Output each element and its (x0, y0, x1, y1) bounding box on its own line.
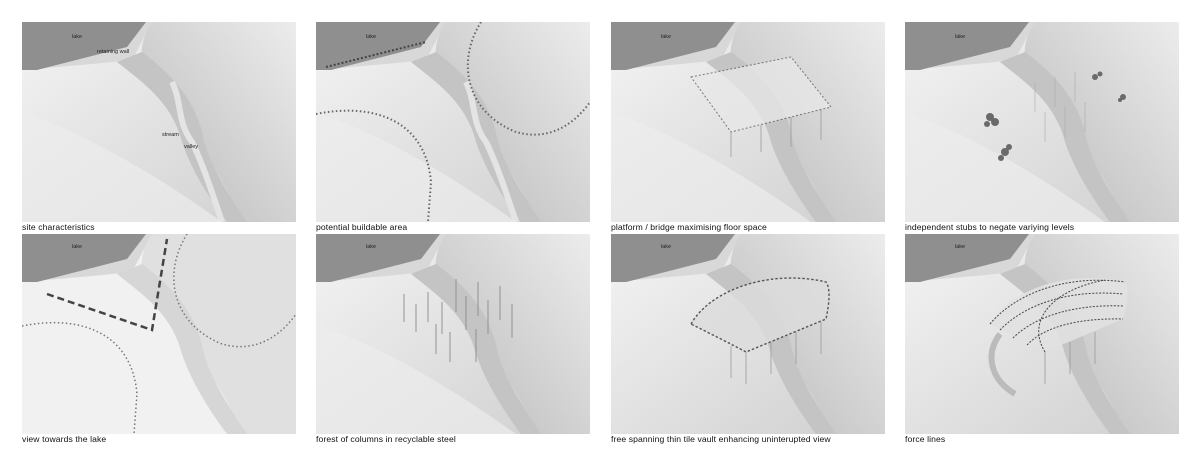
lake-shape (316, 22, 440, 70)
view-cone (46, 238, 169, 332)
lake-shape (22, 234, 146, 282)
lake-label: lake (955, 244, 965, 250)
valley-floor (117, 52, 247, 222)
caption-2: potential buildable area (316, 222, 408, 232)
panel-columns: lake (316, 234, 590, 434)
lake-shape (611, 234, 735, 282)
force-columns (1044, 332, 1096, 384)
caption-6: forest of columns in recyclable steel (316, 434, 456, 444)
lake-shape (611, 22, 735, 70)
platform-columns (730, 110, 822, 157)
panel-force-lines: lake (905, 234, 1179, 434)
buildable-edge-dashed (325, 41, 427, 68)
lake-label: lake (366, 34, 376, 40)
lake-label: lake (955, 34, 965, 40)
vault-columns (730, 322, 822, 384)
lake-shape (905, 234, 1029, 282)
caption-3: platform / bridge maximising floor space (611, 222, 767, 232)
vault-shell (691, 278, 830, 352)
caption-8: force lines (905, 434, 946, 444)
lake-shape (905, 22, 1029, 70)
retaining-wall-label: retaining wall (97, 49, 129, 55)
vault-outline (690, 277, 830, 353)
site-diagram: lake retaining wall stream valley (22, 22, 296, 222)
panel-view-to-lake: lake (22, 234, 296, 434)
caption-4: independent stubs to negate variying lev… (905, 222, 1075, 232)
lake-label: lake (661, 244, 671, 250)
caption-7: free spanning thin tile vault enhancing … (611, 434, 831, 444)
lake-label: lake (72, 34, 82, 40)
stub-columns (1034, 72, 1086, 142)
panel-stubs: lake (905, 22, 1179, 222)
panel-buildable-area: lake (316, 22, 590, 222)
steel-columns (403, 279, 513, 362)
panel-vault: lake (611, 234, 885, 434)
lake-label: lake (661, 34, 671, 40)
buildable-boundary-right (466, 22, 590, 136)
lake-shape (22, 22, 146, 70)
buildable-boundary-left (316, 109, 433, 222)
caption-1: site characteristics (22, 222, 95, 232)
lake-label: lake (72, 244, 82, 250)
panel-site-characteristics: lake retaining wall stream valley (22, 22, 296, 222)
lake-label: lake (366, 244, 376, 250)
valley-label: valley (184, 144, 198, 150)
stream-path (169, 80, 225, 222)
valley-slope (141, 22, 296, 222)
force-line-set (989, 279, 1126, 353)
panel-platform: lake (611, 22, 885, 222)
caption-5: view towards the lake (22, 434, 107, 444)
stream-label: stream (162, 132, 179, 138)
stub-clusters (984, 71, 1126, 161)
stair-ramp (988, 332, 1017, 397)
lake-shape (316, 234, 440, 282)
foreground-slope (22, 112, 222, 222)
platform-outline (690, 56, 832, 133)
